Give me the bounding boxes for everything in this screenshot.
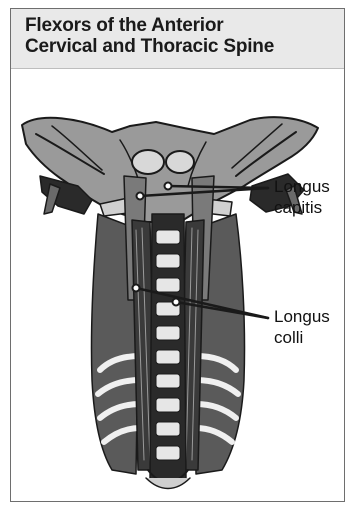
label-longus-capitis-line-1: Longus (274, 176, 330, 197)
label-longus-colli: Longus colli (274, 306, 330, 348)
label-longus-capitis-line-2: capitis (274, 197, 330, 218)
label-longus-capitis: Longus capitis (274, 176, 330, 218)
label-longus-colli-line-1: Longus (274, 306, 330, 327)
label-longus-colli-line-2: colli (274, 327, 330, 348)
